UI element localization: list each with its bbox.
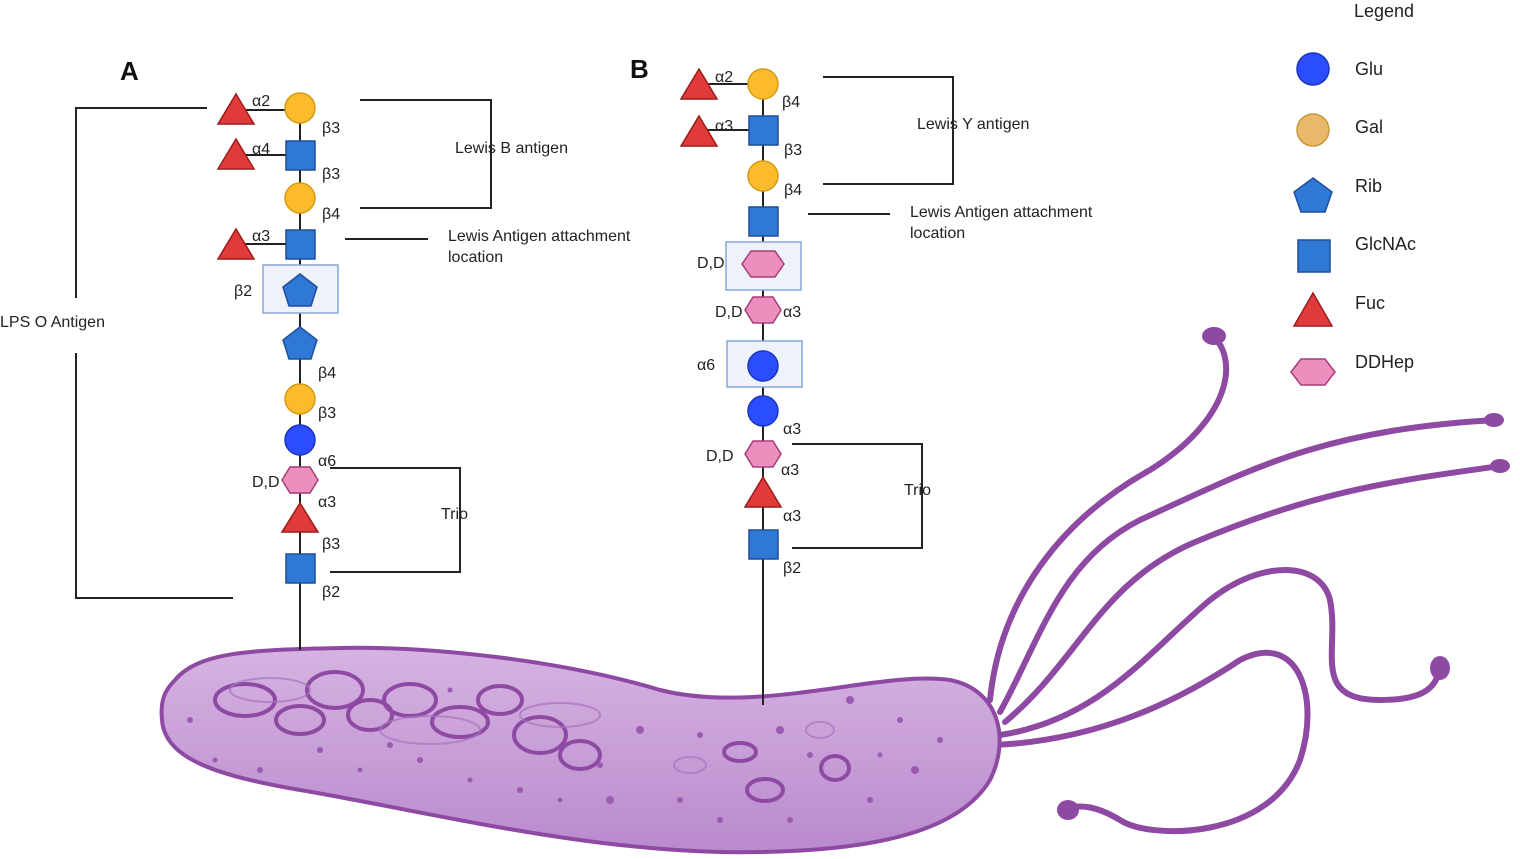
bond-label: α6 <box>697 357 715 374</box>
fuc-icon <box>743 475 783 508</box>
lewis-b-bracket <box>360 99 492 209</box>
lps-label: LPS O Antigen <box>0 314 105 331</box>
legend-title: Legend <box>1354 1 1414 21</box>
attachment-label: Lewis Antigen attachment <box>448 228 631 245</box>
bond-label: β2 <box>783 560 801 577</box>
bond-label: α3 <box>781 462 799 479</box>
bond-label: α6 <box>318 453 336 470</box>
panel-a: A α2 β3 α4 β3 β4 α3 β2 β4 β3 α <box>0 56 631 650</box>
fuc-icon <box>216 227 256 260</box>
rib-icon <box>282 273 318 307</box>
legend-item-label: Rib <box>1355 176 1382 196</box>
trio-bracket <box>330 467 461 573</box>
bond-label: β4 <box>782 94 800 111</box>
bond-label: β3 <box>784 142 802 159</box>
bond-label: α2 <box>715 69 733 86</box>
ddhep-icon <box>744 440 782 468</box>
glcnac-icon <box>285 140 316 171</box>
bond-label: β4 <box>318 365 336 382</box>
fuc-icon <box>216 92 256 125</box>
bond-label: α3 <box>783 304 801 321</box>
fuc-icon <box>280 501 320 533</box>
gal-icon <box>284 383 316 415</box>
bacterium <box>159 327 1510 855</box>
panel-b-letter: B <box>630 54 649 84</box>
ddhep-label: D,D <box>697 255 725 272</box>
bond-label: β2 <box>234 283 252 300</box>
gal-legend-icon <box>1296 113 1330 147</box>
lps-bracket-top <box>75 107 207 298</box>
legend-item-label: Gal <box>1355 117 1383 137</box>
gal-icon <box>284 92 316 124</box>
glu-legend-icon <box>1296 52 1330 86</box>
ddhep-icon <box>741 250 785 278</box>
lewis-y-bracket <box>823 76 954 185</box>
glu-icon <box>747 350 779 382</box>
ddhep-label: D,D <box>706 448 734 465</box>
trio-bracket <box>792 443 923 549</box>
ddhep-label: D,D <box>715 304 743 321</box>
panel-b: B α2 β4 α3 β3 β4 D,D D,D α3 α6 α3 D,D α3… <box>630 54 1093 705</box>
ddhep-legend-icon <box>1290 358 1336 386</box>
gal-icon <box>284 182 316 214</box>
legend-item-label: DDHep <box>1355 352 1414 372</box>
bond-label: β2 <box>322 584 340 601</box>
glcnac-legend-icon <box>1297 239 1331 273</box>
bond-label: β3 <box>322 166 340 183</box>
ddhep-icon <box>281 466 319 494</box>
flagella <box>987 327 1510 835</box>
glcnac-icon <box>748 529 779 560</box>
bond-label: β3 <box>322 120 340 137</box>
fuc-icon <box>679 67 719 100</box>
lewis-y-label: Lewis Y antigen <box>917 116 1029 133</box>
lewis-b-label: Lewis B antigen <box>455 140 568 157</box>
glcnac-icon <box>748 115 779 146</box>
gal-icon <box>747 68 779 100</box>
bond-label: β4 <box>784 182 802 199</box>
ddhep-icon <box>744 296 782 324</box>
bond-label: β4 <box>322 206 340 223</box>
glcnac-icon <box>748 206 779 237</box>
fuc-icon <box>679 114 719 147</box>
lps-bracket-bottom <box>75 353 233 599</box>
legend-item-label: GlcNAc <box>1355 234 1416 254</box>
gal-icon <box>747 160 779 192</box>
bond-label: α3 <box>783 508 801 525</box>
fuc-icon <box>216 137 256 170</box>
attachment-label: Lewis Antigen attachment <box>910 204 1093 221</box>
panel-a-letter: A <box>120 56 139 86</box>
bond-label: α2 <box>252 93 270 110</box>
legend-item-label: Fuc <box>1355 293 1385 313</box>
glcnac-icon <box>285 229 316 260</box>
attachment-label-2: location <box>910 225 965 242</box>
bond-label: α3 <box>318 494 336 511</box>
bond-label: α3 <box>715 118 733 135</box>
legend-item-label: Glu <box>1355 59 1383 79</box>
bond-label: α4 <box>252 141 270 158</box>
bond-label: β3 <box>318 405 336 422</box>
glu-icon <box>284 424 316 456</box>
rib-legend-icon <box>1293 177 1333 213</box>
bond-label: α3 <box>252 228 270 245</box>
glu-icon <box>747 395 779 427</box>
fuc-legend-icon <box>1292 291 1334 327</box>
cytoplasm-dots <box>187 687 943 823</box>
bond-label: α3 <box>783 421 801 438</box>
trio-label: Trio <box>904 482 931 499</box>
legend: Legend Glu Gal Rib GlcNAc Fuc DDHep <box>1290 1 1416 386</box>
ddhep-label: D,D <box>252 474 280 491</box>
rib-icon <box>282 326 318 360</box>
trio-label: Trio <box>441 506 468 523</box>
glcnac-icon <box>285 553 316 584</box>
bond-label: β3 <box>322 536 340 553</box>
chromosome <box>213 670 851 803</box>
attachment-label-2: location <box>448 249 503 266</box>
